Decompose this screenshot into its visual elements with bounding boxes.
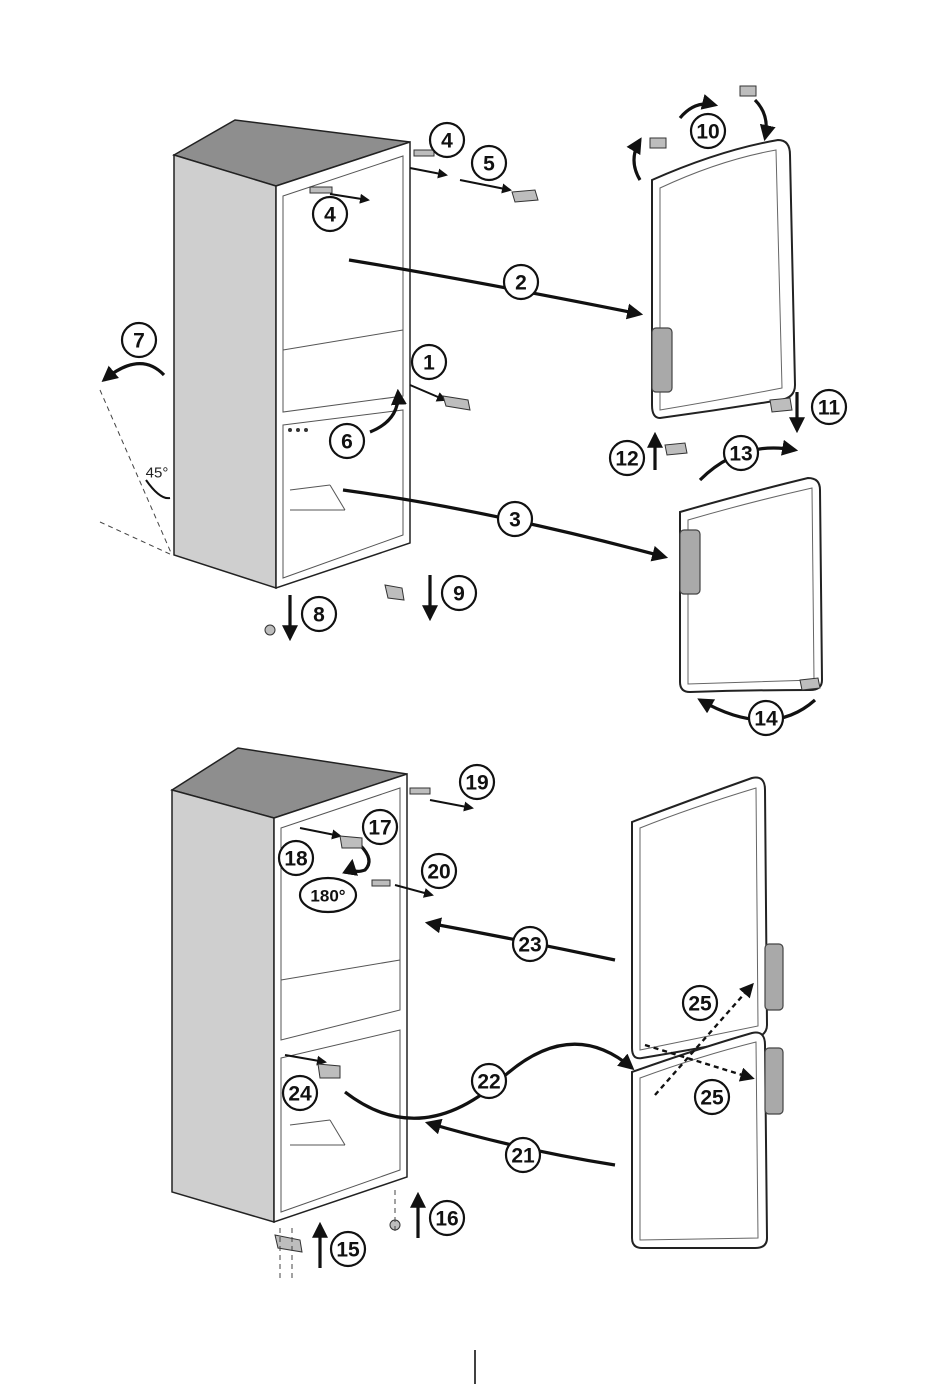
svg-text:23: 23	[518, 934, 541, 957]
step-callout: 13	[724, 436, 758, 470]
fridge-cabinet-top	[174, 120, 410, 588]
rotation-label: 180°	[310, 887, 345, 906]
step-callout: 24	[283, 1076, 317, 1110]
step-callout: 5	[472, 146, 506, 180]
hinge-part-11	[770, 398, 792, 412]
svg-text:16: 16	[435, 1208, 458, 1231]
svg-text:19: 19	[465, 772, 488, 795]
svg-text:5: 5	[483, 153, 495, 176]
foot-part	[265, 625, 275, 635]
step-callout: 9	[442, 576, 476, 610]
step-callout: 25	[683, 986, 717, 1020]
step-callout: 3	[498, 502, 532, 536]
tilt-indicator: 45°	[100, 390, 172, 555]
svg-text:14: 14	[754, 708, 778, 731]
svg-text:4: 4	[324, 204, 336, 227]
svg-text:18: 18	[284, 848, 308, 871]
step-callout: 19	[460, 765, 494, 799]
hinge-cover-left	[650, 138, 666, 148]
arrow-10c	[755, 100, 766, 138]
middle-hinge-part-b	[318, 1064, 340, 1078]
arrow-7	[104, 364, 164, 380]
cap-part-20	[372, 880, 390, 886]
hinge-part-14	[800, 678, 820, 690]
svg-text:4: 4	[441, 130, 453, 153]
lower-hinge-part-b	[275, 1235, 302, 1252]
lower-door-handle-b	[765, 1048, 783, 1114]
svg-text:25: 25	[700, 1087, 724, 1110]
top-cap-part	[414, 150, 434, 156]
arrow-5	[460, 180, 510, 190]
svg-text:12: 12	[615, 448, 638, 471]
svg-text:20: 20	[427, 861, 450, 884]
hinge-cover-right	[740, 86, 756, 96]
step-callout: 20	[422, 854, 456, 888]
svg-text:10: 10	[696, 121, 719, 144]
middle-hinge-part	[443, 396, 470, 410]
top-figure: 45°	[100, 86, 846, 735]
svg-text:15: 15	[336, 1239, 360, 1262]
step-callout: 23	[513, 927, 547, 961]
svg-text:2: 2	[515, 272, 527, 295]
arrow-19	[430, 800, 472, 808]
svg-text:11: 11	[818, 397, 841, 420]
step-callout: 18	[279, 841, 313, 875]
arrow-10a	[634, 140, 640, 180]
bottom-figure: 15 16 17 18 19 20 21 22 23 24 25 25 180°	[172, 748, 783, 1278]
step-callout: 7	[122, 323, 156, 357]
lower-hinge-part	[385, 585, 404, 600]
rotation-callout: 180°	[300, 878, 356, 912]
angle-label: 45°	[146, 465, 169, 482]
svg-text:3: 3	[509, 509, 521, 532]
svg-text:1: 1	[423, 352, 435, 375]
arrow-1	[410, 385, 445, 400]
svg-text:24: 24	[288, 1083, 312, 1106]
step-callout: 22	[472, 1064, 506, 1098]
upper-door-handle-b	[765, 944, 783, 1010]
svg-text:13: 13	[729, 443, 752, 466]
step-callout: 16	[430, 1201, 464, 1235]
hinge-part-12	[665, 443, 687, 455]
step-callout: 6	[330, 424, 364, 458]
step-callout: 15	[331, 1232, 365, 1266]
upper-hinge-part	[512, 190, 538, 202]
svg-text:25: 25	[688, 993, 712, 1016]
step-callout: 17	[363, 810, 397, 844]
svg-text:17: 17	[368, 817, 391, 840]
svg-text:7: 7	[133, 330, 145, 353]
svg-text:6: 6	[341, 431, 353, 454]
svg-text:8: 8	[313, 604, 325, 627]
svg-text:22: 22	[477, 1071, 500, 1094]
step-callout: 25	[695, 1080, 729, 1114]
lower-door-handle	[680, 530, 700, 594]
step-callout: 14	[749, 701, 783, 735]
top-cap-part-b	[410, 788, 430, 794]
step-callout: 1	[412, 345, 446, 379]
step-callout: 4	[313, 197, 347, 231]
step-callout: 8	[302, 597, 336, 631]
lower-door-top	[680, 478, 822, 720]
upper-hinge-part-b	[340, 836, 362, 848]
step-callout: 12	[610, 441, 644, 475]
step-callout: 11	[812, 390, 846, 424]
step-callout: 2	[504, 265, 538, 299]
svg-text:9: 9	[453, 583, 465, 606]
step-callout: 21	[506, 1138, 540, 1172]
step-callout: 4	[430, 123, 464, 157]
step-callout: 10	[691, 114, 725, 148]
svg-text:21: 21	[511, 1145, 535, 1168]
upper-door-handle	[652, 328, 672, 392]
arrow-4a	[410, 168, 446, 175]
